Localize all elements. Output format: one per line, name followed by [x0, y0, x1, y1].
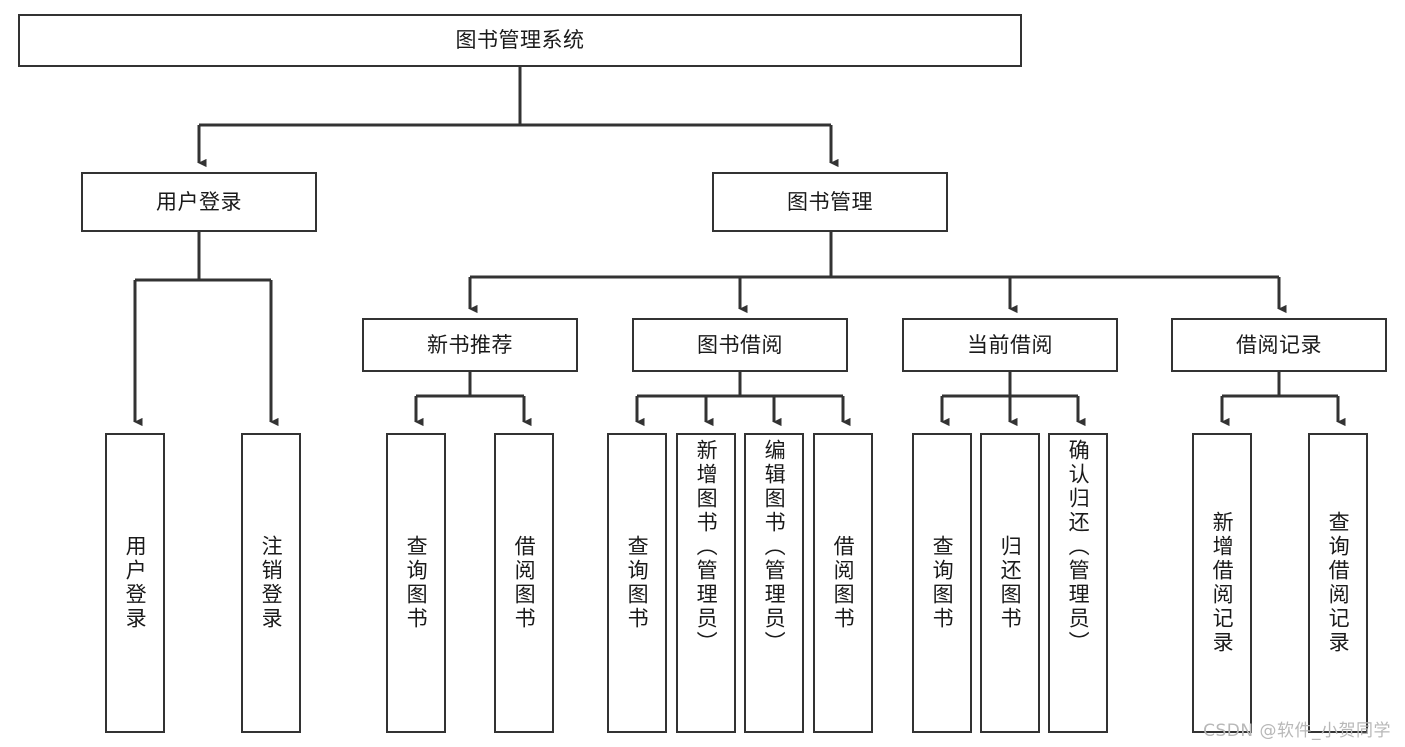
- node-current-borrow[interactable]: 当前借阅: [902, 318, 1118, 372]
- node-user-login-label: 用户登录: [156, 189, 242, 214]
- node-leaf-add-book[interactable]: 新增图书（管理员）: [676, 433, 736, 733]
- node-leaf-query-book-2-label: 查询图书: [625, 535, 650, 631]
- node-current-borrow-label: 当前借阅: [967, 332, 1053, 357]
- node-leaf-confirm-return-label: 确认归还（管理员）: [1066, 439, 1091, 655]
- node-leaf-return-book[interactable]: 归还图书: [980, 433, 1040, 733]
- node-leaf-query-record-label: 查询借阅记录: [1326, 511, 1351, 655]
- node-leaf-return-book-label: 归还图书: [998, 535, 1023, 631]
- node-leaf-query-book-1[interactable]: 查询图书: [386, 433, 446, 733]
- node-book-borrow[interactable]: 图书借阅: [632, 318, 848, 372]
- node-leaf-user-login[interactable]: 用户登录: [105, 433, 165, 733]
- node-leaf-borrow-book-2[interactable]: 借阅图书: [813, 433, 873, 733]
- node-leaf-borrow-book-1[interactable]: 借阅图书: [494, 433, 554, 733]
- node-leaf-edit-book-label: 编辑图书（管理员）: [762, 439, 787, 655]
- node-leaf-borrow-book-1-label: 借阅图书: [512, 535, 537, 631]
- node-leaf-query-record[interactable]: 查询借阅记录: [1308, 433, 1368, 733]
- node-new-book-rec[interactable]: 新书推荐: [362, 318, 578, 372]
- node-new-book-rec-label: 新书推荐: [427, 332, 513, 357]
- node-leaf-add-book-label: 新增图书（管理员）: [694, 439, 719, 655]
- node-root[interactable]: 图书管理系统: [18, 14, 1022, 67]
- node-leaf-query-book-3[interactable]: 查询图书: [912, 433, 972, 733]
- node-leaf-confirm-return[interactable]: 确认归还（管理员）: [1048, 433, 1108, 733]
- node-leaf-query-book-2[interactable]: 查询图书: [607, 433, 667, 733]
- node-leaf-add-record-label: 新增借阅记录: [1210, 511, 1235, 655]
- node-book-manage-label: 图书管理: [787, 189, 873, 214]
- node-borrow-record[interactable]: 借阅记录: [1171, 318, 1387, 372]
- node-leaf-query-book-3-label: 查询图书: [930, 535, 955, 631]
- node-leaf-borrow-book-2-label: 借阅图书: [831, 535, 856, 631]
- node-leaf-query-book-1-label: 查询图书: [404, 535, 429, 631]
- node-leaf-add-record[interactable]: 新增借阅记录: [1192, 433, 1252, 733]
- node-book-manage[interactable]: 图书管理: [712, 172, 948, 232]
- node-book-borrow-label: 图书借阅: [697, 332, 783, 357]
- node-leaf-logout[interactable]: 注销登录: [241, 433, 301, 733]
- node-leaf-logout-label: 注销登录: [259, 535, 284, 631]
- node-user-login[interactable]: 用户登录: [81, 172, 317, 232]
- node-leaf-user-login-label: 用户登录: [123, 535, 148, 631]
- node-borrow-record-label: 借阅记录: [1236, 332, 1322, 357]
- node-root-label: 图书管理系统: [455, 28, 585, 53]
- node-leaf-edit-book[interactable]: 编辑图书（管理员）: [744, 433, 804, 733]
